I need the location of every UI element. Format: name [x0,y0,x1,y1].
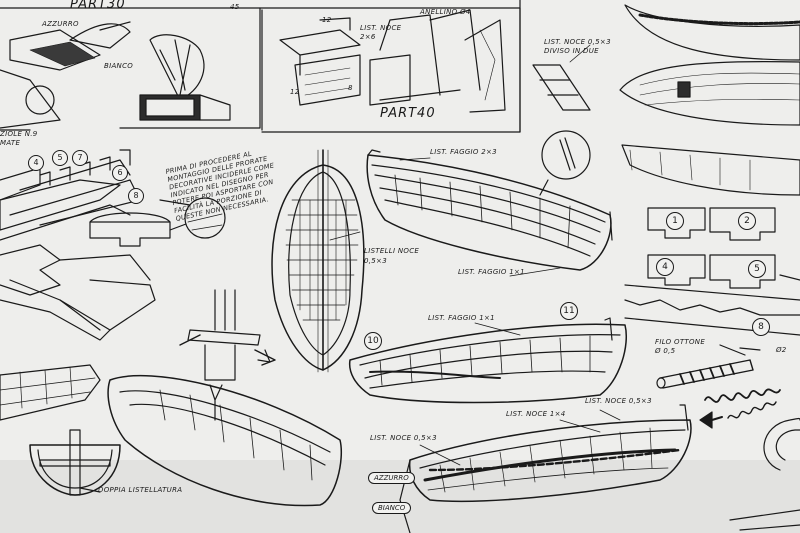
list-noce-05x3-b-label: LIST. NOCE 0,5×3 [370,434,437,442]
callout-4-right: 4 [656,258,674,276]
left-frames [0,149,226,341]
diam2-label: Ø2 [776,346,787,354]
callout-2-right: 2 [738,212,756,230]
top-right-boats [619,4,800,196]
brass-wire-detail [656,344,781,429]
azzurro-tag: AZZURRO [368,472,415,484]
bianco-tag: BIANCO [372,502,412,514]
listelli-noce-label: LISTELLI NOCE 0,5×3 [364,247,420,265]
anellino-label: ANELLINO Ø4 [420,8,471,16]
callout-5-left: 5 [52,150,68,166]
list-faggio-2x3-label: LIST. FAGGIO 2×3 [430,148,497,156]
list-faggio-1x1-a-label: LIST. FAGGIO 1×1 [458,268,525,276]
callout-8-left: 8 [128,188,144,204]
list-noce-2x6-label: LIST. NOCE 2×6 [360,24,402,41]
callout-6-left: 6 [112,165,128,181]
leader-lines [329,44,621,466]
callout-11: 11 [560,302,578,320]
bianco-top-label: BIANCO [104,62,134,70]
part30-details [0,21,231,129]
list-noce-1x4-label: LIST. NOCE 1×4 [506,410,566,418]
callout-7-left: 7 [72,150,88,166]
boat-upper-middle [366,64,613,271]
dim-12b-label: 12 [290,88,300,96]
boat-middle [348,317,627,404]
dim-8-label: 8 [348,84,353,92]
list-noce-diviso-label: LIST. NOCE 0,5×3 DIVISO IN DUE [544,38,611,55]
top-frame [0,0,521,133]
mast-detail [179,289,276,381]
part40-label: PART40 [380,106,436,121]
filo-ottone-label: FILO OTTONE Ø 0,5 [655,338,706,355]
note-leader [159,199,191,206]
callout-8-right: 8 [752,318,770,336]
dim-45-label: 45 [230,3,240,11]
callout-1-right: 1 [666,212,684,230]
part40-details [279,9,506,113]
callout-5-right: 5 [748,260,766,278]
ziole-label: ZIOLE N.9 MATE [0,130,38,147]
boat-bottom-middle [399,404,692,533]
cross-section [29,429,121,496]
list-faggio-1x1-b-label: LIST. FAGGIO 1×1 [428,314,495,322]
dim-12a-label: 12 [322,16,332,24]
right-frames [624,207,800,336]
azzurro-top-label: AZZURRO [42,20,79,28]
callout-4-left: 4 [28,155,44,171]
doppia-listellatura-label: DOPPIA LISTELLATURA [98,486,183,494]
list-noce-05x3-a-label: LIST. NOCE 0,5×3 [585,397,652,405]
boat-top-view [271,149,365,373]
boat-lower-left [0,364,342,507]
callout-10: 10 [364,332,382,350]
part30-label: PART30 [70,0,126,12]
